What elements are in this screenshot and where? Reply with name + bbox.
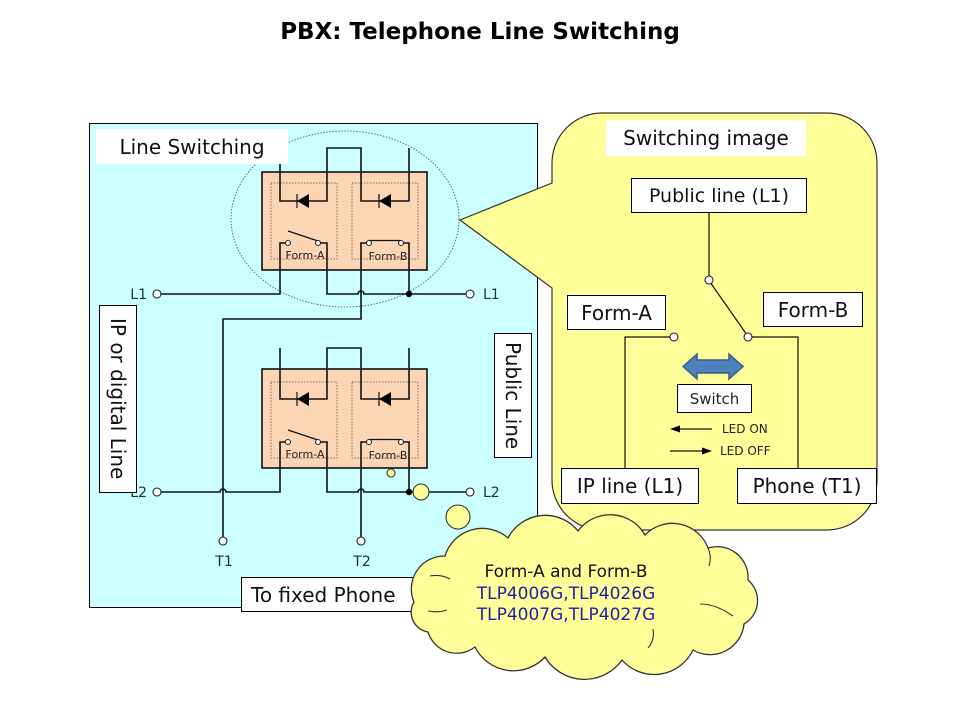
arrow-left-icon [670,425,712,433]
cloud-inner-arc [429,574,451,580]
relay-2-form-a-label: Form-A [286,448,325,461]
cloud-shape [410,514,759,681]
t1-wire [222,242,367,537]
relay-1-form-b-label: Form-B [369,250,408,263]
line-switching-label: Line Switching [96,129,288,164]
cloud-inner-arc [427,609,448,613]
relay-2: Form-A Form-B [261,347,428,469]
l1-left-wire [161,242,286,295]
l1-right-label: L1 [483,287,500,303]
t2-wire [360,441,367,537]
thought-bubble-medium [412,483,430,501]
arrow-right-icon [670,447,712,455]
relay-1-form-a-outline [270,182,338,260]
switching-image-title: Switching image [606,120,806,156]
switch-pivot [704,275,714,285]
diode-icon [378,392,391,406]
relay-1-form-a-label: Form-A [286,249,325,262]
l2-right-terminal [465,487,475,497]
relay-2-form-a-outline [270,381,338,459]
t1-label: T1 [214,554,232,570]
led-on-label: LED ON [722,422,768,436]
public-line-label: Public Line [494,333,532,458]
phone-wire [752,336,799,468]
part-numbers-line: TLP4006G,TLP4026G [476,583,656,604]
l2-right-label: L2 [483,485,500,501]
ip-line-l1-box: IP line (L1) [561,468,699,504]
l1-right-terminal [465,289,475,299]
relay-1: Form-A Form-B [261,147,428,271]
open-switch-icon [284,230,322,247]
junction-dot [405,290,413,298]
part-numbers-line: TLP4007G,TLP4027G [476,605,656,625]
relay-1-led-wire [279,147,410,202]
relay-2-package [261,368,428,469]
page-title: PBX: Telephone Line Switching [280,19,680,45]
relay-2-form-b-label: Form-B [369,449,408,462]
relay-1-form-b-common-wire [403,242,410,294]
cloud-inner-arc [647,628,654,649]
t2-label: T2 [352,554,370,570]
t2-terminal [356,536,366,546]
ip-line-wire [624,336,670,468]
l2-left-terminal [152,487,162,497]
double-arrow-icon [681,352,745,381]
form-b-box: Form-B [763,292,863,327]
open-switch-icon [284,429,322,446]
to-fixed-phone-label: To fixed Phone [241,577,423,612]
relay-2-form-b-outline [351,381,419,459]
relay-1-form-b-outline [351,182,419,260]
l1-left-label: L1 [130,287,147,303]
relay-1-package [261,171,428,271]
relay-2-form-b-common-wire [403,441,410,492]
l1-right-wire [320,242,466,295]
diode-icon [378,194,391,208]
diode-icon [296,194,309,208]
highlight-ellipse [230,130,460,308]
l2-right-wire [320,441,466,493]
thought-bubble-large [445,504,471,530]
l2-left-wire [161,441,286,493]
led-off-label: LED OFF [720,444,771,458]
form-a-box: Form-A [567,295,666,330]
t1-terminal [218,536,228,546]
junction-dot [405,488,413,496]
public-line-l1-box: Public line (L1) [631,178,807,213]
cloud-inner-arc [699,603,734,617]
cloud-heading: Form-A and Form-B [484,562,648,582]
diode-icon [296,392,309,406]
phone-t1-box: Phone (T1) [737,468,877,504]
switch-blade [710,283,747,334]
ip-or-digital-line-label: IP or digital Line [99,305,137,493]
switch-box: Switch [677,384,752,413]
thought-bubble-small [386,468,396,478]
l1-left-terminal [152,289,162,299]
cloud-text: Form-A and Form-B TLP4006G,TLP4026G TLP4… [416,562,716,627]
relay-2-led-wire [279,347,410,400]
cloud-inner-arc [707,547,711,567]
